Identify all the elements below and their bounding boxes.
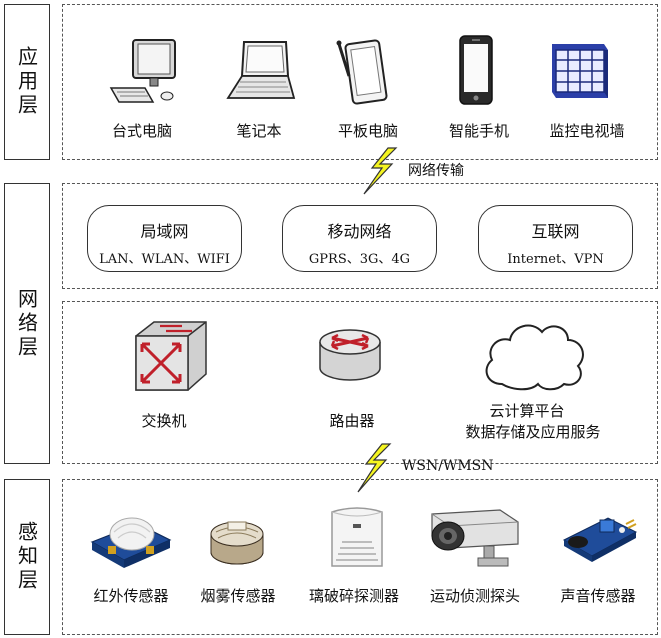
- network-type-internet: 互联网 Internet、VPN: [478, 205, 633, 272]
- tablet-icon: [336, 39, 388, 105]
- device-label-glass-break: 璃破碎探测器: [308, 587, 399, 605]
- glass-break-detector-icon: [331, 507, 383, 567]
- device-label-sound: 声音传感器: [560, 587, 636, 605]
- device-label-smartphone: 智能手机: [448, 122, 509, 140]
- desktop-computer-icon: [109, 39, 176, 103]
- device-label-cloud-line1: 云计算平台: [489, 402, 565, 420]
- lightning-bolt-icon: [357, 443, 392, 493]
- link-label-wsn: WSN/WMSN: [402, 458, 494, 474]
- laptop-icon: [226, 41, 296, 99]
- smoke-sensor-icon: [210, 521, 264, 565]
- perception-layer-label: 感知层: [4, 479, 50, 635]
- perception-layer-box: [62, 479, 658, 635]
- device-label-smoke: 烟雾传感器: [200, 587, 276, 605]
- device-label-video-wall: 监控电视墙: [549, 122, 625, 140]
- device-label-switch: 交换机: [141, 412, 187, 430]
- switch-icon: [135, 321, 207, 391]
- sound-sensor-icon: [562, 517, 638, 562]
- device-label-router: 路由器: [329, 412, 375, 430]
- device-label-tablet: 平板电脑: [337, 122, 398, 140]
- network-type-mobile: 移动网络 GPRS、3G、4G: [282, 205, 437, 272]
- cloud-icon: [485, 324, 584, 391]
- network-type-lan: 局域网 LAN、WLAN、WIFI: [87, 205, 242, 272]
- video-wall-icon: [552, 44, 608, 98]
- device-label-infrared: 红外传感器: [93, 587, 169, 605]
- device-label-desktop: 台式电脑: [111, 122, 172, 140]
- application-layer-label: 应用层: [4, 4, 50, 160]
- network-types-box: [62, 183, 658, 289]
- link-label-network-transmission: 网络传输: [408, 163, 464, 179]
- router-icon: [319, 329, 381, 381]
- device-label-laptop: 笔记本: [236, 122, 282, 140]
- network-layer-label: 网络层: [4, 183, 50, 464]
- application-layer-box: [62, 4, 658, 160]
- motion-camera-icon: [431, 509, 519, 567]
- lightning-bolt-icon: [363, 147, 398, 195]
- network-devices-box: [62, 301, 658, 464]
- device-label-motion-camera: 运动侦测探头: [429, 587, 520, 605]
- device-label-cloud-line2: 数据存储及应用服务: [465, 423, 601, 441]
- smartphone-icon: [459, 35, 493, 105]
- infrared-sensor-icon: [90, 517, 172, 568]
